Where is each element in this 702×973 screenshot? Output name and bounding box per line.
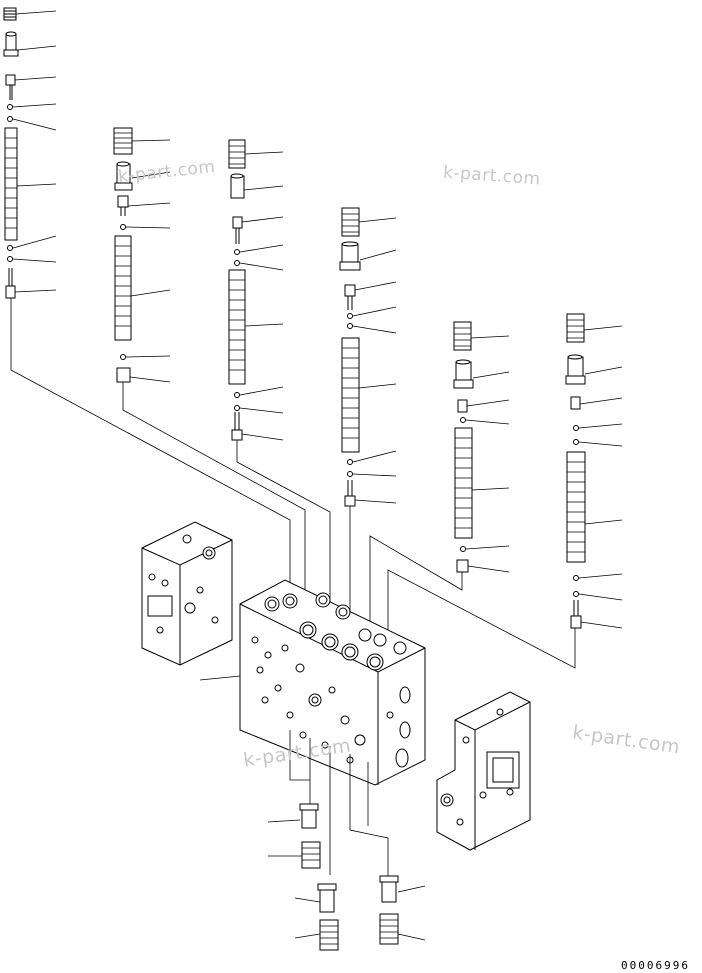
o-ring-icon	[7, 104, 13, 110]
spring-retainer-icon	[3, 31, 19, 57]
coil-spring-icon	[3, 7, 17, 21]
spring-retainer-icon	[230, 173, 245, 199]
o-ring-icon	[460, 546, 466, 552]
spring-retainer-icon	[565, 354, 586, 385]
o-ring-icon	[573, 575, 579, 581]
o-ring-icon	[234, 392, 240, 398]
spool-assembly-5	[453, 321, 510, 573]
spool-assembly-4	[339, 207, 397, 507]
plug-icon	[117, 195, 129, 216]
valve-spool-icon	[114, 235, 132, 341]
plug-icon	[5, 268, 16, 299]
o-ring-icon	[347, 313, 353, 319]
o-ring-icon	[573, 425, 579, 431]
plug-icon	[5, 74, 16, 100]
o-ring-icon	[234, 405, 240, 411]
o-ring-icon	[120, 224, 126, 230]
plug-icon	[456, 559, 469, 573]
o-ring-icon	[120, 354, 126, 360]
spring-retainer-icon	[114, 161, 133, 191]
o-ring-icon	[460, 417, 466, 423]
coil-spring-icon	[228, 139, 246, 169]
valve-spool-icon	[341, 337, 360, 453]
spring-retainer-icon	[317, 883, 337, 913]
valve-spool-icon	[4, 127, 18, 241]
spool-assembly-2	[113, 127, 171, 383]
spring-retainer-icon	[453, 359, 474, 389]
o-ring-icon	[7, 256, 13, 262]
plug-icon	[570, 396, 581, 410]
assembly-guide-lines	[10, 298, 576, 669]
spool-assembly-1	[3, 7, 57, 299]
coil-spring-icon	[453, 321, 472, 351]
coil-spring-icon	[566, 313, 585, 343]
o-ring-icon	[347, 459, 353, 465]
spool-assembly-6	[565, 313, 623, 629]
o-ring-icon	[234, 260, 240, 266]
o-ring-icon	[7, 245, 13, 251]
valve-spool-icon	[228, 269, 246, 385]
valve-spool-icon	[566, 451, 586, 563]
spool-assembly-3	[228, 139, 284, 441]
valve-cover-icon	[436, 691, 531, 851]
o-ring-icon	[573, 439, 579, 445]
plug-icon	[232, 216, 243, 244]
coil-spring-icon	[319, 919, 339, 951]
plug-icon	[457, 399, 468, 413]
plug-icon	[344, 284, 356, 310]
lower-parts	[267, 803, 426, 951]
o-ring-icon	[573, 591, 579, 597]
lower-guide-lines	[289, 730, 389, 880]
o-ring-icon	[347, 323, 353, 329]
plug-icon	[231, 412, 243, 441]
valve-cover-icon	[141, 521, 233, 666]
plug-icon	[344, 480, 356, 507]
spring-retainer-icon	[299, 803, 319, 829]
o-ring-icon	[234, 249, 240, 255]
plug-icon	[116, 367, 131, 383]
control-valve-block-icon	[239, 579, 426, 786]
plug-icon	[570, 600, 582, 629]
spring-retainer-icon	[379, 875, 399, 903]
document-number: 00006996	[621, 959, 690, 972]
o-ring-icon	[347, 471, 353, 477]
spring-retainer-icon	[339, 241, 361, 271]
coil-spring-icon	[341, 207, 360, 237]
coil-spring-icon	[379, 913, 399, 945]
o-ring-icon	[7, 116, 13, 122]
coil-spring-icon	[301, 841, 321, 869]
valve-spool-icon	[454, 427, 473, 539]
coil-spring-icon	[113, 127, 133, 155]
